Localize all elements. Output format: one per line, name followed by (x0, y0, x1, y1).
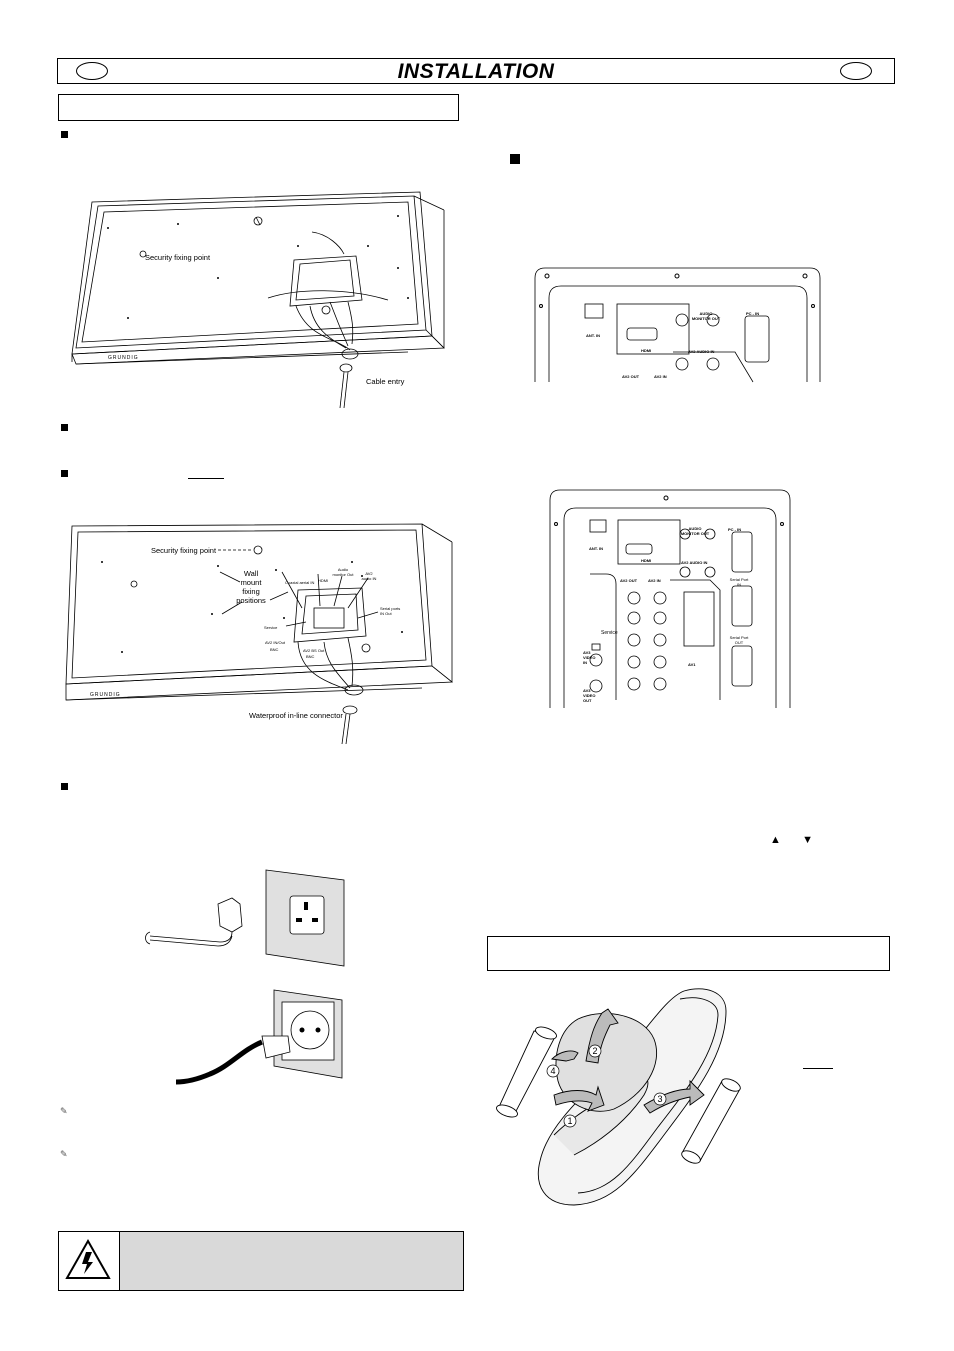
panel2-pc-in-label: PC - IN (728, 527, 742, 532)
panel1-av2-out-label: AV2 OUT (622, 374, 640, 379)
page-title-bar: INSTALLATION (57, 58, 895, 84)
panel2-hdmi-label: HDMI (641, 558, 652, 563)
panel2-av3-out-label: AV3 VIDEO OUT (583, 688, 596, 703)
bullet (61, 131, 68, 138)
tv-rear-figure-2 (65, 523, 454, 745)
connector-panel-1 (534, 267, 821, 383)
grundig-logo: GRUNDIG (108, 355, 139, 361)
panel2-service-label: Service (601, 630, 618, 636)
security-fixing-point-label: Security fixing point (145, 253, 211, 262)
panel1-hdmi-label: HDMI (641, 348, 652, 353)
bullet (61, 783, 68, 790)
step-3-label: 3 (657, 1094, 662, 1104)
wall-mount-label: Wall mount fixing positions (236, 569, 266, 605)
up-down-arrows: ▲ / ▼ (770, 833, 813, 847)
connector-panel-2 (549, 489, 791, 708)
section-heading-box-right (487, 936, 890, 971)
panel1-audio-monitor-label: AUDIO MONITOR OUT (691, 311, 721, 321)
warning-box (58, 1231, 464, 1291)
bnc-label-1: BNC (270, 647, 279, 652)
service-label: Service (264, 625, 278, 630)
panel2-av2-out-label: AV2 OUT (620, 578, 638, 583)
grundig-logo-2: GRUNDIG (90, 692, 121, 698)
section-heading-box-left (58, 94, 459, 121)
av2-bs-out-label: AV2 BS Out (303, 648, 325, 653)
panel2-audio-monitor-label: AUDIO MONITOR OUT (680, 526, 710, 536)
language-oval-left (76, 62, 108, 80)
underline-mark-2 (803, 1068, 833, 1069)
audio-monitor-label: Audio monitor Out (332, 567, 354, 577)
language-oval-right (840, 62, 872, 80)
step-1-label: 1 (567, 1116, 572, 1126)
panel1-av-audio-label: AV2 AUDIO IN (688, 349, 715, 354)
cable-entry-label: Cable entry (366, 377, 405, 386)
uk-plug-illustration (145, 869, 345, 967)
waterproof-connector-label: Waterproof in-line connector (249, 711, 343, 720)
warning-shaded-area (120, 1232, 463, 1290)
panel2-av-audio-label: AV2 AUDIO IN (681, 560, 708, 565)
av2-audio-label: AV2 audio IN (361, 571, 377, 581)
bnc-label-2: BNC (306, 654, 315, 659)
euro-plug-illustration (175, 989, 343, 1085)
panel2-av1-label: AV1 (688, 662, 696, 667)
coaxial-label: Coaxial aerial IN (285, 580, 315, 585)
up-arrow-icon: ▲ (770, 834, 781, 846)
note-pencil-icon: ✎ (60, 1106, 68, 1116)
panel1-av2-in-label: AV2 IN (654, 374, 667, 379)
step-2-label: 2 (592, 1046, 597, 1056)
page-title: INSTALLATION (397, 60, 555, 83)
av2-in-out-label: AV2 IN/Out (265, 640, 285, 645)
panel1-pc-in-label: PC - IN (746, 311, 760, 316)
step-4-label: 4 (550, 1066, 555, 1076)
warning-divider (119, 1231, 120, 1291)
bullet-large (510, 154, 520, 164)
note-pencil-icon: ✎ (60, 1149, 68, 1159)
tv-rear-figure-1 (71, 191, 445, 409)
electric-shock-warning-icon (65, 1238, 111, 1279)
panel2-av2-in-label: AV2 IN (648, 578, 661, 583)
panel2-serial-out-label: Serial Port OUT (729, 635, 749, 645)
hdmi-label: HDMI (318, 578, 329, 583)
down-arrow-icon: ▼ (802, 834, 813, 846)
underline-mark (188, 478, 224, 479)
serial-ports-label: Serial ports IN Out (380, 606, 401, 616)
bullet (61, 470, 68, 477)
security-fixing-point-label-2: Security fixing point (151, 546, 217, 555)
remote-battery-illustration: 1 2 3 4 (496, 988, 741, 1206)
panel1-ant-label: ANT. IN (586, 333, 600, 338)
panel2-ant-label: ANT. IN (589, 546, 603, 551)
panel2-serial-in-label: Serial Port IN (729, 577, 749, 587)
panel2-av3-in-label: AV3 VIDEO IN (583, 650, 596, 665)
bullet (61, 424, 68, 431)
